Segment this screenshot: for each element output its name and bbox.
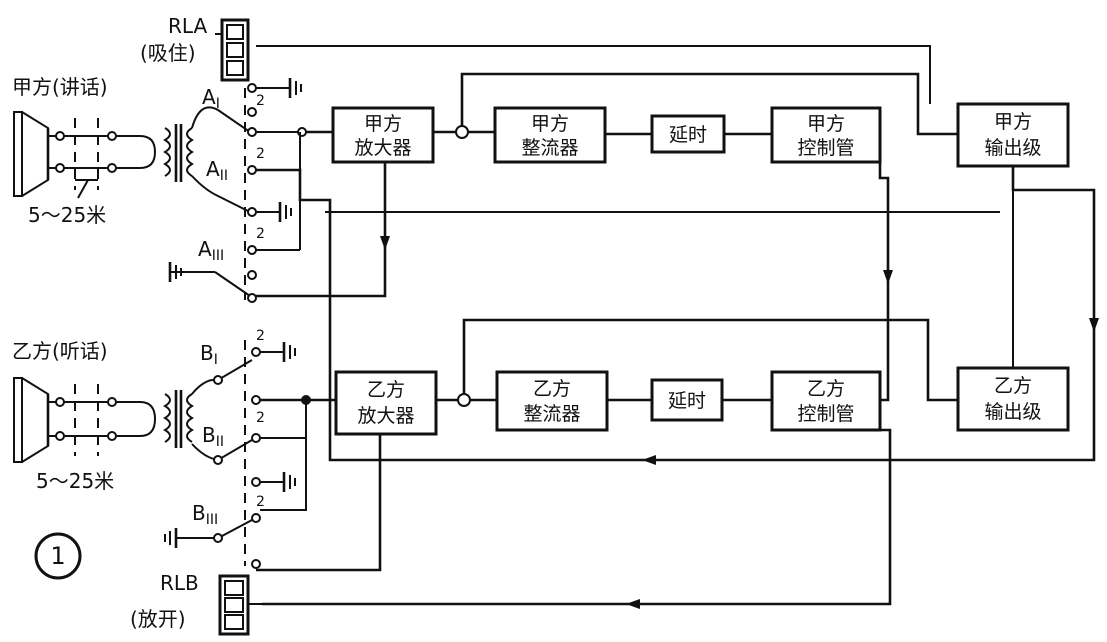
a-output-block: 甲方 输出级 xyxy=(956,102,1070,168)
svg-text:2: 2 xyxy=(256,226,265,242)
svg-text:甲方: 甲方 xyxy=(807,113,845,135)
relay-a-state: (吸住) xyxy=(140,41,196,65)
switch-b1-label: BI xyxy=(200,341,218,368)
b-delay-block: 延时 xyxy=(650,378,724,422)
party-a-distance: 5～25米 xyxy=(28,203,106,227)
switch-b3-label: BIII xyxy=(192,501,218,528)
ground-b1-icon xyxy=(260,342,296,362)
svg-text:延时: 延时 xyxy=(668,390,706,412)
svg-text:2: 2 xyxy=(256,494,265,510)
party-b-label: 乙方(听话) xyxy=(12,339,108,363)
switch-a2-label: AII xyxy=(206,157,228,184)
svg-text:乙方: 乙方 xyxy=(807,378,845,400)
ground-a3-icon xyxy=(168,262,251,297)
arrow-left-icon xyxy=(626,599,640,609)
svg-text:放大器: 放大器 xyxy=(354,137,411,159)
svg-text:乙方: 乙方 xyxy=(367,379,405,401)
svg-text:控制管: 控制管 xyxy=(797,403,854,425)
arrow-down-icon xyxy=(883,270,893,284)
ground-a1-icon xyxy=(276,78,302,98)
svg-text:乙方: 乙方 xyxy=(533,378,571,400)
speaker-a-icon xyxy=(13,111,50,197)
ground-b3-icon xyxy=(164,519,253,548)
svg-text:1: 1 xyxy=(50,542,65,570)
figure-number-badge: 1 xyxy=(34,532,82,580)
switch-b2-label: BII xyxy=(202,423,224,450)
svg-text:输出级: 输出级 xyxy=(984,137,1041,159)
svg-text:整流器: 整流器 xyxy=(521,137,578,159)
svg-text:放大器: 放大器 xyxy=(357,405,414,427)
arrow-down-icon xyxy=(1089,318,1099,332)
relay-b-label: RLB xyxy=(160,571,199,595)
a-delay-block: 延时 xyxy=(650,114,726,154)
svg-text:延时: 延时 xyxy=(669,124,707,146)
arrow-left-icon xyxy=(642,455,656,465)
b-control-block: 乙方 控制管 xyxy=(770,370,882,432)
party-a-label: 甲方(讲话) xyxy=(12,75,108,99)
svg-text:甲方: 甲方 xyxy=(531,113,569,135)
svg-text:2: 2 xyxy=(256,328,265,344)
svg-text:2: 2 xyxy=(256,146,265,162)
ground-b2-icon xyxy=(260,472,296,492)
b-output-block: 乙方 输出级 xyxy=(956,366,1070,432)
relay-a-label: RLA xyxy=(168,14,207,38)
svg-text:整流器: 整流器 xyxy=(523,403,580,425)
svg-text:2: 2 xyxy=(256,93,265,109)
switch-a3-label: AIII xyxy=(198,237,224,264)
svg-text:控制管: 控制管 xyxy=(797,137,854,159)
relay-b-state: (放开) xyxy=(130,607,186,631)
party-b-distance: 5～25米 xyxy=(36,469,114,493)
svg-text:甲方: 甲方 xyxy=(994,111,1032,133)
svg-text:甲方: 甲方 xyxy=(364,113,402,135)
b-amplifier-block: 乙方 放大器 xyxy=(334,370,438,436)
arrow-down-icon xyxy=(380,236,390,250)
a-amplifier-block: 甲方 放大器 xyxy=(331,106,435,164)
relay-b-coil xyxy=(218,574,250,636)
a-control-block: 甲方 控制管 xyxy=(770,106,882,164)
transformer-a-icon xyxy=(163,124,194,182)
svg-text:输出级: 输出级 xyxy=(984,401,1041,423)
a-rectifier-block: 甲方 整流器 xyxy=(493,106,607,164)
svg-text:2: 2 xyxy=(256,410,265,426)
relay-a-coil xyxy=(220,18,250,82)
switch-a1-label: AI xyxy=(202,85,220,112)
svg-text:乙方: 乙方 xyxy=(994,375,1032,397)
transformer-b-icon xyxy=(163,390,194,448)
ground-a2-icon xyxy=(256,202,292,222)
b-rectifier-block: 乙方 整流器 xyxy=(495,370,609,432)
speaker-b-icon xyxy=(13,377,50,463)
